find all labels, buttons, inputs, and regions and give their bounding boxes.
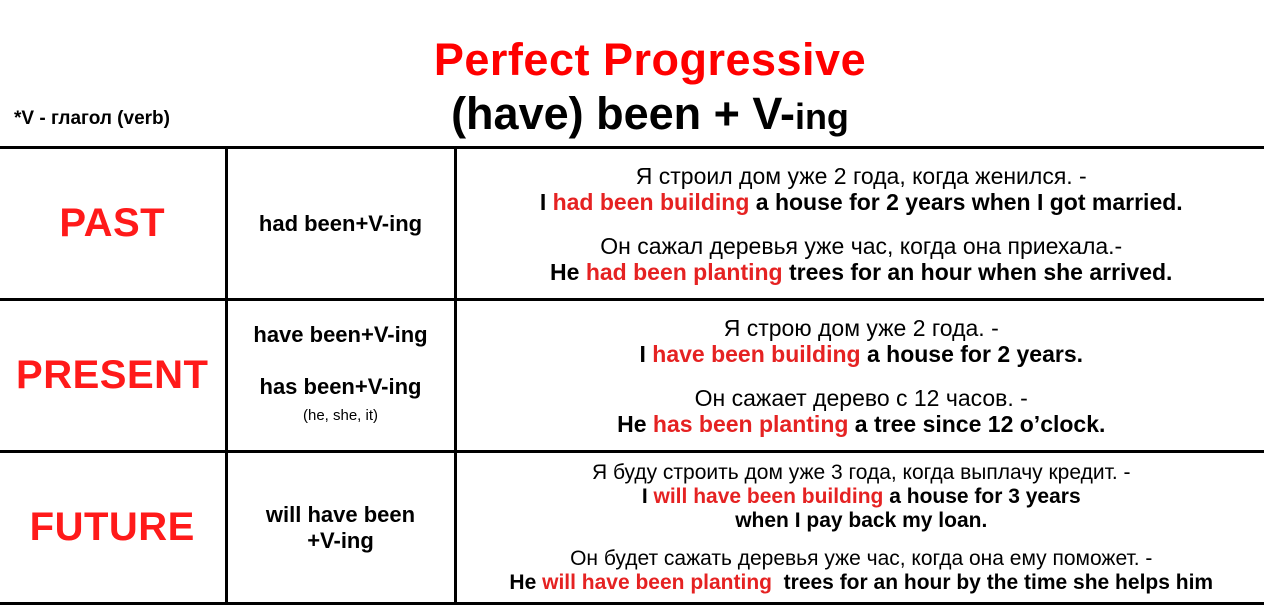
verb-highlight: had been building <box>552 188 750 215</box>
verb-highlight: will have been planting <box>542 570 772 594</box>
tense-table: PAST had been+V-ing Я строил дом уже 2 г… <box>0 146 1264 605</box>
example-english: I will have been building a house for 3 … <box>641 484 1081 508</box>
page-title: Perfect Progressive <box>433 34 867 85</box>
example-russian: Он сажал деревья уже час, когда она прие… <box>600 232 1123 259</box>
examples-cell: Я строю дом уже 2 года. - I have been bu… <box>453 298 1264 453</box>
example-english: He had been planting trees for an hour w… <box>550 258 1173 285</box>
tense-label: FUTURE <box>29 505 195 549</box>
example-english: I had been building a house for 2 years … <box>539 188 1183 215</box>
formula-text: will have been <box>265 501 416 527</box>
formula-cell: will have been +V-ing <box>224 450 457 605</box>
formula-text: +V-ing <box>307 527 374 553</box>
table-row-past: PAST had been+V-ing Я строил дом уже 2 г… <box>0 146 1264 301</box>
table-row-present: PRESENT have been+V-ing has been+V-ing (… <box>0 298 1264 453</box>
tense-cell: PAST <box>0 146 228 301</box>
formula-text: had been+V-ing <box>258 210 423 236</box>
formula-cell: have been+V-ing has been+V-ing (he, she,… <box>224 298 457 453</box>
formula-main: (have) been + V- <box>451 88 795 139</box>
tense-cell: PRESENT <box>0 298 228 453</box>
tense-label: PRESENT <box>16 353 209 397</box>
example-english: I have been building a house for 2 years… <box>639 340 1084 367</box>
table-row-future: FUTURE will have been +V-ing Я буду стро… <box>0 450 1264 605</box>
example-russian: Он будет сажать деревья уже час, когда о… <box>570 546 1153 570</box>
example-english: He will have been planting trees for an … <box>509 570 1214 594</box>
example-russian: Он сажает дерево с 12 часов. - <box>694 384 1028 411</box>
tense-cell: FUTURE <box>0 450 228 605</box>
examples-cell: Я строил дом уже 2 года, когда женился. … <box>453 146 1264 301</box>
tense-label: PAST <box>59 201 166 245</box>
verb-highlight: had been planting <box>585 258 783 285</box>
page-subtitle-formula: (have) been + V-ing <box>0 88 1264 140</box>
formula-note: (he, she, it) <box>302 407 379 424</box>
example-russian: Я буду строить дом уже 3 года, когда вып… <box>591 460 1131 484</box>
formula-suffix: ing <box>794 96 849 137</box>
verb-note: *V - глагол (verb) <box>14 108 170 129</box>
examples-cell: Я буду строить дом уже 3 года, когда вып… <box>453 450 1264 605</box>
formula-text: has been+V-ing <box>259 374 422 399</box>
example-english: He has been planting a tree since 12 o’c… <box>617 410 1106 437</box>
verb-highlight: will have been building <box>653 484 884 508</box>
formula-text: have been+V-ing <box>253 322 428 347</box>
example-russian: Я строю дом уже 2 года. - <box>723 314 999 341</box>
verb-highlight: have been building <box>652 340 861 367</box>
example-russian: Я строил дом уже 2 года, когда женился. … <box>635 162 1087 189</box>
formula-cell: had been+V-ing <box>224 146 457 301</box>
example-english-continued: when I pay back my loan. <box>735 508 988 532</box>
verb-highlight: has been planting <box>652 410 849 437</box>
